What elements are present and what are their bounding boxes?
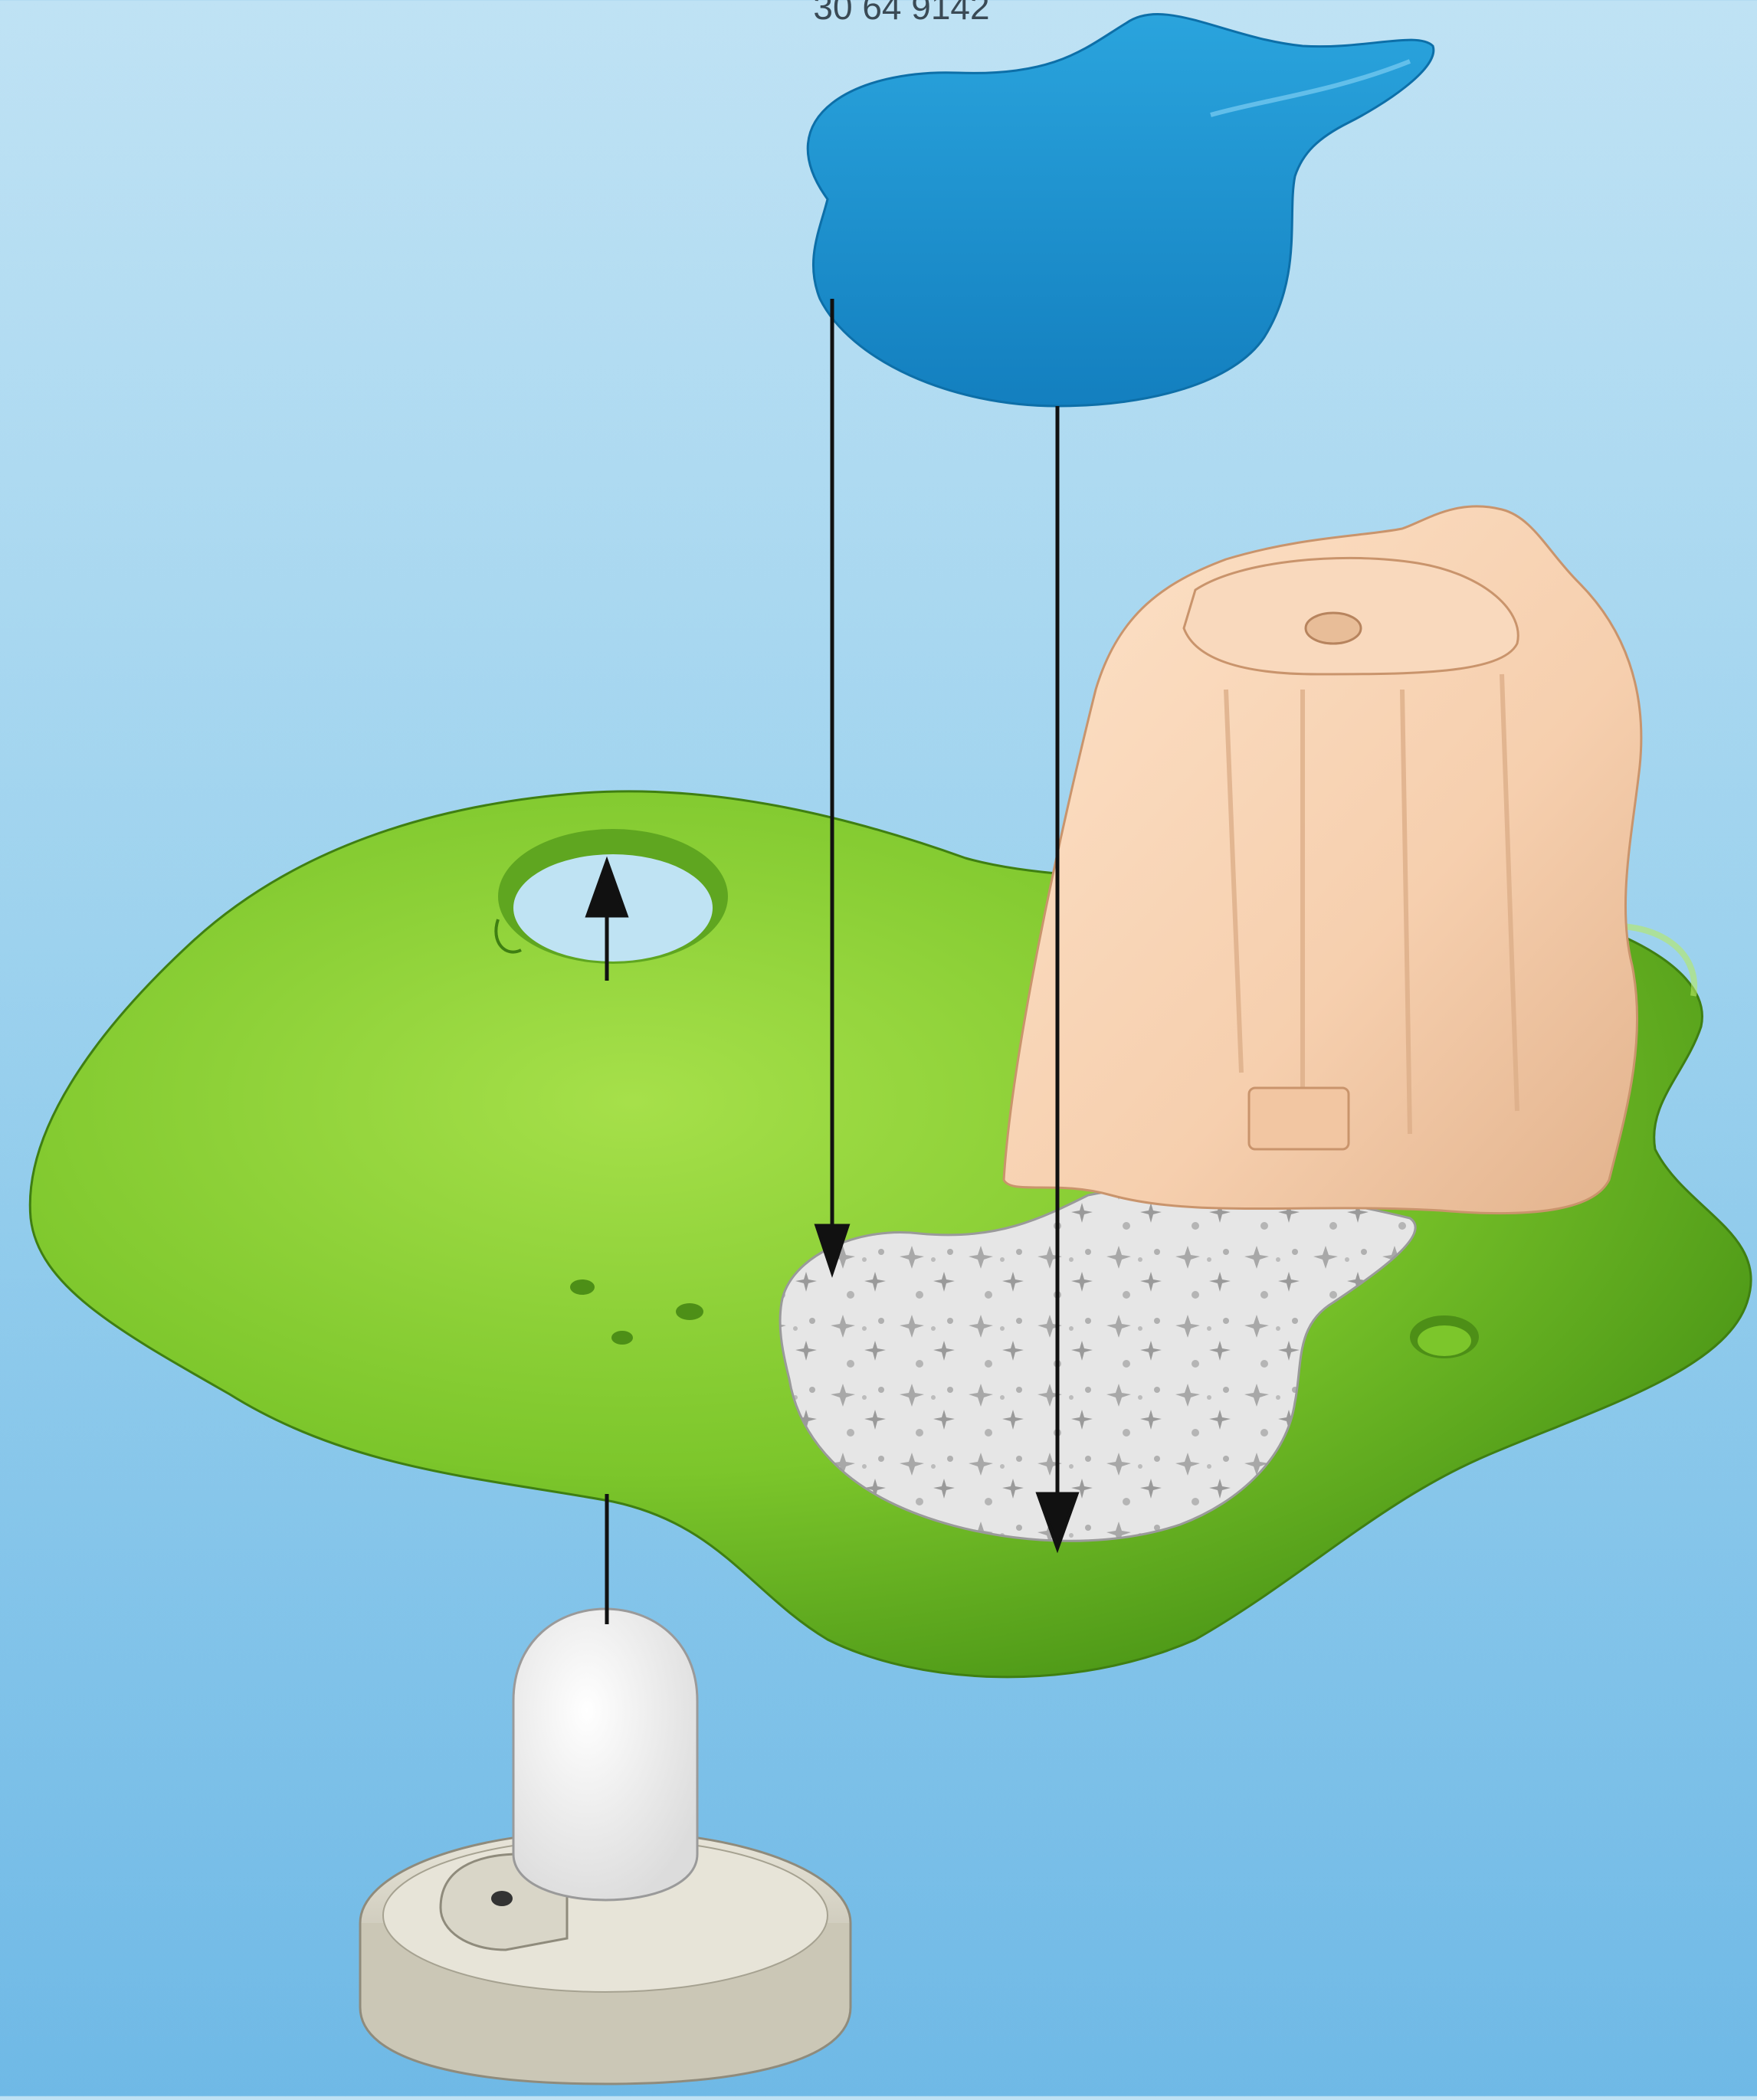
part-number-label: 30 64 9142 (0, 0, 1757, 28)
light-unit (360, 1609, 851, 2084)
water-piece (808, 14, 1434, 406)
rock-mountain-piece (1004, 506, 1641, 1214)
